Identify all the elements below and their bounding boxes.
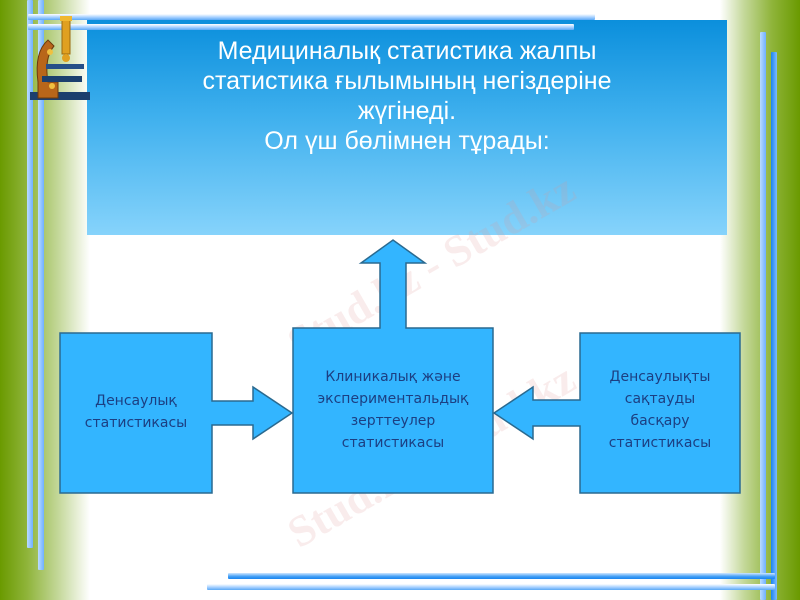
title-line: жүгінеді. (357, 97, 457, 125)
center-callout-up-arrow (292, 239, 494, 494)
box-label-healthcare-management-statistics: Денсаулықты сақтауды басқару статистикас… (608, 369, 712, 451)
right-callout-arrow (492, 332, 741, 494)
top-deco-bar-2 (28, 24, 574, 30)
right-deco-bar-1 (760, 32, 766, 600)
left-deco-bar-1 (27, 0, 33, 548)
left-callout-arrow (59, 332, 294, 494)
title-line: Медициналық статистика жалпы (217, 37, 597, 65)
microscope-icon (30, 16, 90, 100)
title-line: Ол үш бөлімнен тұрады: (264, 127, 550, 155)
slide-title: Медициналық статистика жалпы статистика … (87, 36, 727, 156)
bottom-deco-bar-1 (228, 573, 775, 579)
box-label-health-statistics: Денсаулық статистикасы (84, 393, 188, 431)
box-label-clinical-statistics: Клиникалық және экспериментальдық зертте… (317, 369, 469, 451)
title-line: статистика ғылымының негіздеріне (202, 67, 612, 95)
bottom-deco-bar-2 (207, 584, 775, 590)
left-deco-bar-2 (38, 0, 44, 570)
right-deco-bar-2 (771, 52, 777, 600)
top-deco-bar-1 (28, 14, 595, 20)
title-box: Медициналық статистика жалпы статистика … (87, 20, 727, 235)
